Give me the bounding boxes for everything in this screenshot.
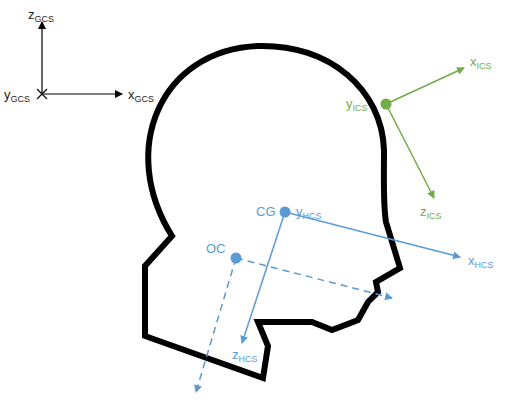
axis-line	[386, 68, 464, 104]
axis-letter: CG	[256, 204, 276, 219]
axis-line	[242, 212, 285, 343]
axis-letter: y	[4, 87, 11, 102]
subscript-label: ICS	[353, 103, 368, 113]
axis-label: zICS	[420, 205, 442, 221]
axis-label: xHCS	[468, 254, 494, 270]
origin-dot	[280, 207, 291, 218]
axis-line	[285, 212, 460, 257]
head-outline	[145, 46, 400, 378]
axis-label: yICS	[346, 97, 368, 113]
subscript-label: GCS	[135, 94, 155, 104]
subscript-label: HCS	[303, 211, 322, 221]
axis-line	[196, 258, 236, 392]
subscript-label: GCS	[11, 94, 31, 104]
axis-letter: OC	[206, 241, 226, 256]
subscript-label: HCS	[475, 260, 494, 270]
axis-label: xGCS	[128, 88, 154, 104]
axis-line	[42, 93, 122, 94]
axis-letter: z	[28, 7, 35, 22]
axis-label: xICS	[470, 55, 492, 71]
axis-line	[41, 22, 42, 94]
axis-label: zHCS	[232, 348, 258, 364]
axis-label: yGCS	[4, 88, 30, 104]
origin-dot	[381, 99, 392, 110]
point-label: CG	[256, 205, 276, 218]
point-label: OC	[206, 242, 226, 255]
axis-letter: y	[296, 204, 303, 219]
axis-letter: x	[470, 54, 477, 69]
axis-line	[386, 104, 434, 198]
subscript-label: ICS	[427, 211, 442, 221]
axis-label: yHCS	[296, 205, 322, 221]
subscript-label: ICS	[477, 61, 492, 71]
subscript-label: HCS	[239, 354, 258, 364]
axis-line	[236, 258, 392, 298]
subscript-label: GCS	[35, 14, 55, 24]
origin-dot	[231, 253, 242, 264]
axis-label: zGCS	[28, 8, 54, 24]
axis-letter: z	[232, 347, 239, 362]
axis-letter: y	[346, 96, 353, 111]
axis-letter: x	[468, 253, 475, 268]
axis-into-page	[37, 89, 47, 99]
axis-letter: z	[420, 204, 427, 219]
axis-letter: x	[128, 87, 135, 102]
